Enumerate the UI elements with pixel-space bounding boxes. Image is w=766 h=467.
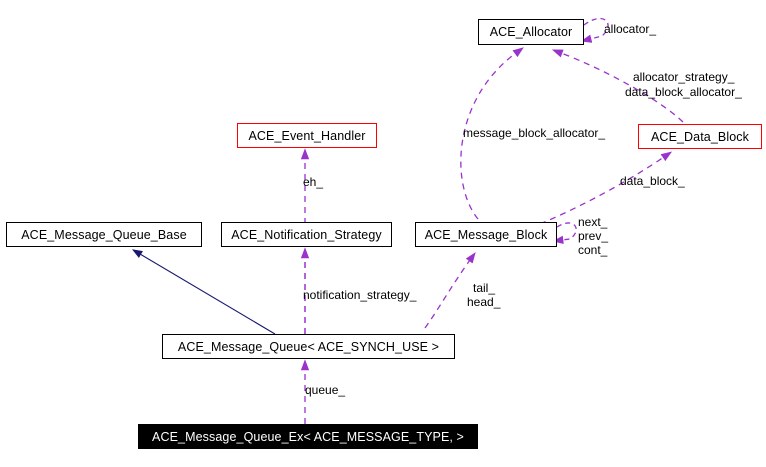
node-label: ACE_Message_Queue_Ex< ACE_MESSAGE_TYPE, … xyxy=(152,429,464,444)
node-label: ACE_Message_Queue< ACE_SYNCH_USE > xyxy=(177,339,440,354)
node-ace-notification-strategy[interactable]: ACE_Notification_Strategy xyxy=(221,222,392,247)
edge-label-eh: eh_ xyxy=(303,175,324,189)
edge-label-cont: cont_ xyxy=(578,243,608,257)
edge-data-block-allocator xyxy=(551,49,684,123)
edge-inheritance-queue-base xyxy=(131,249,276,335)
node-label: ACE_Notification_Strategy xyxy=(231,227,382,242)
edge-label-notification-strategy: notification_strategy_ xyxy=(303,288,417,302)
node-label: ACE_Message_Queue_Base xyxy=(21,227,187,242)
edge-label-allocator: allocator_ xyxy=(604,22,657,36)
node-ace-message-block[interactable]: ACE_Message_Block xyxy=(415,222,557,247)
node-label: ACE_Allocator xyxy=(489,25,573,39)
edge-label-next: next_ xyxy=(578,215,608,229)
edge-label-message-block-allocator: message_block_allocator_ xyxy=(463,126,606,140)
edge-label-queue: queue_ xyxy=(305,383,346,397)
node-ace-event-handler[interactable]: ACE_Event_Handler xyxy=(237,123,377,148)
edge-message-block-self xyxy=(552,222,577,244)
edge-data-block xyxy=(539,151,673,225)
edge-label-allocator-strategy: allocator_strategy_ xyxy=(633,70,735,84)
node-ace-data-block[interactable]: ACE_Data_Block xyxy=(638,124,762,149)
node-ace-allocator[interactable]: ACE_Allocator xyxy=(478,19,584,45)
node-ace-message-queue[interactable]: ACE_Message_Queue< ACE_SYNCH_USE > xyxy=(162,334,455,359)
edge-label-data-block: data_block_ xyxy=(620,174,685,188)
edge-label-tail: tail_ xyxy=(473,281,496,295)
node-ace-message-queue-ex[interactable]: ACE_Message_Queue_Ex< ACE_MESSAGE_TYPE, … xyxy=(138,424,478,449)
node-label: ACE_Message_Block xyxy=(424,227,548,242)
node-label: ACE_Event_Handler xyxy=(248,128,366,143)
edge-tail-head xyxy=(424,252,476,329)
edge-label-data-block-allocator: data_block_allocator_ xyxy=(625,85,742,99)
node-label: ACE_Data_Block xyxy=(651,129,749,144)
node-ace-message-queue-base[interactable]: ACE_Message_Queue_Base xyxy=(6,222,202,247)
edge-label-head: head_ xyxy=(467,295,501,309)
edge-label-prev: prev_ xyxy=(578,229,609,243)
edge-message-block-allocator xyxy=(460,47,524,220)
